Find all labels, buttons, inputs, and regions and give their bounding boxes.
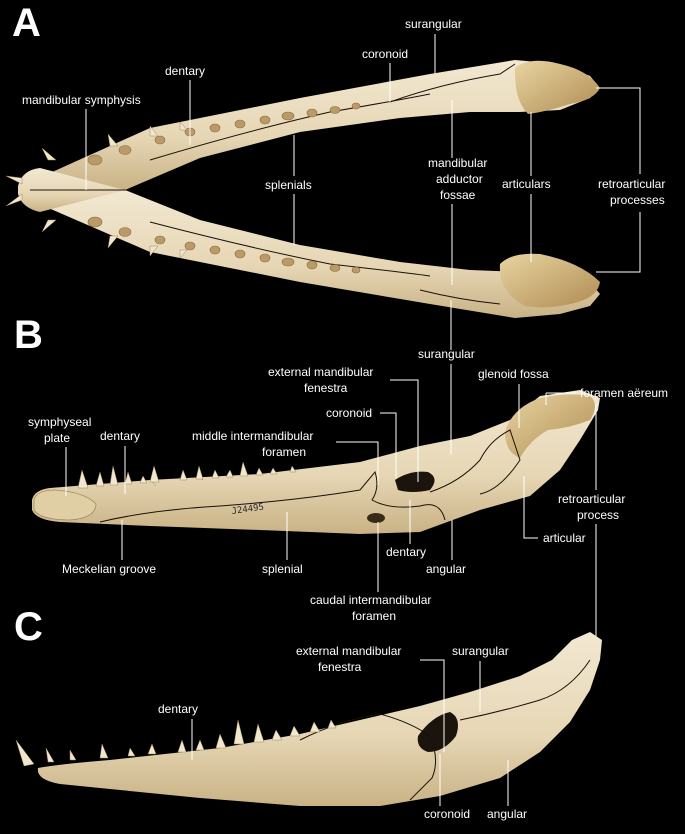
label-a-fossae-3: fossae	[440, 188, 476, 202]
label-b-symphyseal-2: plate	[44, 431, 70, 445]
suture-c-1	[299, 713, 436, 801]
label-c-coronoid: coronoid	[424, 807, 470, 821]
fenestra-b	[395, 471, 435, 492]
label-a-dentary: dentary	[165, 64, 205, 78]
label-b-dentary: dentary	[100, 429, 140, 443]
label-b-articular: articular	[543, 531, 586, 545]
label-b-dentary-2: dentary	[386, 545, 426, 559]
leader-a-retroarticular-up	[596, 87, 641, 174]
label-c-fenestra-1: external mandibular	[296, 644, 401, 658]
label-b-retroarticular-1: retroarticular	[558, 492, 625, 506]
caudal-foramen-b	[367, 513, 385, 523]
teeth-panel-b	[77, 461, 297, 489]
label-b-middle-foramen-2: foramen	[262, 445, 306, 459]
teeth-panel-a	[5, 121, 188, 259]
leader-b-articular	[523, 476, 538, 539]
label-b-symphyseal-1: symphyseal	[28, 415, 91, 429]
label-b-glenoid-fossa: glenoid fossa	[478, 367, 549, 381]
label-a-surangular: surangular	[405, 17, 462, 31]
leader-b-coronoid	[380, 412, 397, 478]
label-c-dentary: dentary	[158, 702, 198, 716]
suture-b-splenial	[99, 470, 446, 523]
panel-c-letter: C	[14, 605, 43, 649]
label-a-retroarticular-2: processes	[610, 193, 665, 207]
mandible-lower-ramus	[30, 190, 600, 318]
tooth-sockets-upper	[87, 102, 361, 166]
label-a-coronoid: coronoid	[362, 47, 408, 61]
label-a-retroarticular-1: retroarticular	[598, 177, 665, 191]
leader-a-retroarticular-down	[596, 212, 641, 273]
fenestra-c	[417, 712, 458, 752]
panel-b: J24495 B surangular external mandibular …	[14, 300, 668, 640]
panel-b-letter: B	[14, 313, 43, 357]
label-b-foramen-aereum: foramen aëreum	[580, 386, 668, 400]
label-b-fenestra-2: fenestra	[304, 381, 348, 395]
label-b-coronoid: coronoid	[326, 406, 372, 420]
label-a-mandibular-symphysis: mandibular symphysis	[22, 93, 141, 107]
label-b-retroarticular-2: process	[577, 508, 619, 522]
leader-b-fenestra	[390, 379, 419, 482]
panel-c: C external mandibular fenestra surangula…	[14, 605, 603, 821]
label-b-surangular: surangular	[418, 347, 475, 361]
mandible-lateral-c	[37, 632, 603, 806]
label-b-caudal-foramen-2: foramen	[352, 609, 396, 623]
splenial-suture-upper	[149, 93, 431, 161]
leader-c-fenestra	[420, 659, 445, 752]
panel-a: A surangular coronoid dentary mandibular…	[5, 1, 665, 318]
label-b-middle-foramen-1: middle intermandibular	[192, 429, 313, 443]
surangular-suture-upper	[389, 63, 516, 103]
label-b-caudal-foramen-1: caudal intermandibular	[310, 593, 431, 607]
label-b-angular: angular	[426, 562, 466, 576]
label-c-surangular: surangular	[452, 644, 509, 658]
label-a-articulars: articulars	[502, 177, 551, 191]
tooth-sockets-lower	[87, 216, 361, 274]
label-a-fossae-2: adductor	[436, 172, 483, 186]
panel-a-letter: A	[12, 1, 41, 45]
splenial-suture-lower	[149, 221, 431, 277]
surangular-suture-lower	[419, 289, 501, 305]
suture-b-surangular	[429, 429, 521, 495]
mandible-upper-ramus	[30, 60, 600, 190]
label-b-meckelian-groove: Meckelian groove	[62, 562, 156, 576]
articular-lower	[499, 253, 600, 308]
articular-upper	[514, 60, 600, 114]
specimen-number-b: J24495	[231, 503, 265, 517]
label-a-fossae-1: mandibular	[428, 156, 487, 170]
articular-b	[505, 394, 595, 458]
label-c-angular: angular	[487, 807, 527, 821]
mandible-lateral-b	[32, 390, 600, 534]
label-c-fenestra-2: fenestra	[318, 660, 362, 674]
teeth-panel-c	[15, 719, 337, 767]
suture-c-2	[459, 659, 591, 721]
label-b-fenestra-1: external mandibular	[268, 365, 373, 379]
label-a-splenials: splenials	[265, 178, 312, 192]
leader-b-middle-foramen	[336, 441, 379, 485]
symphyseal-plate-b	[33, 489, 97, 521]
label-b-splenial: splenial	[262, 562, 303, 576]
